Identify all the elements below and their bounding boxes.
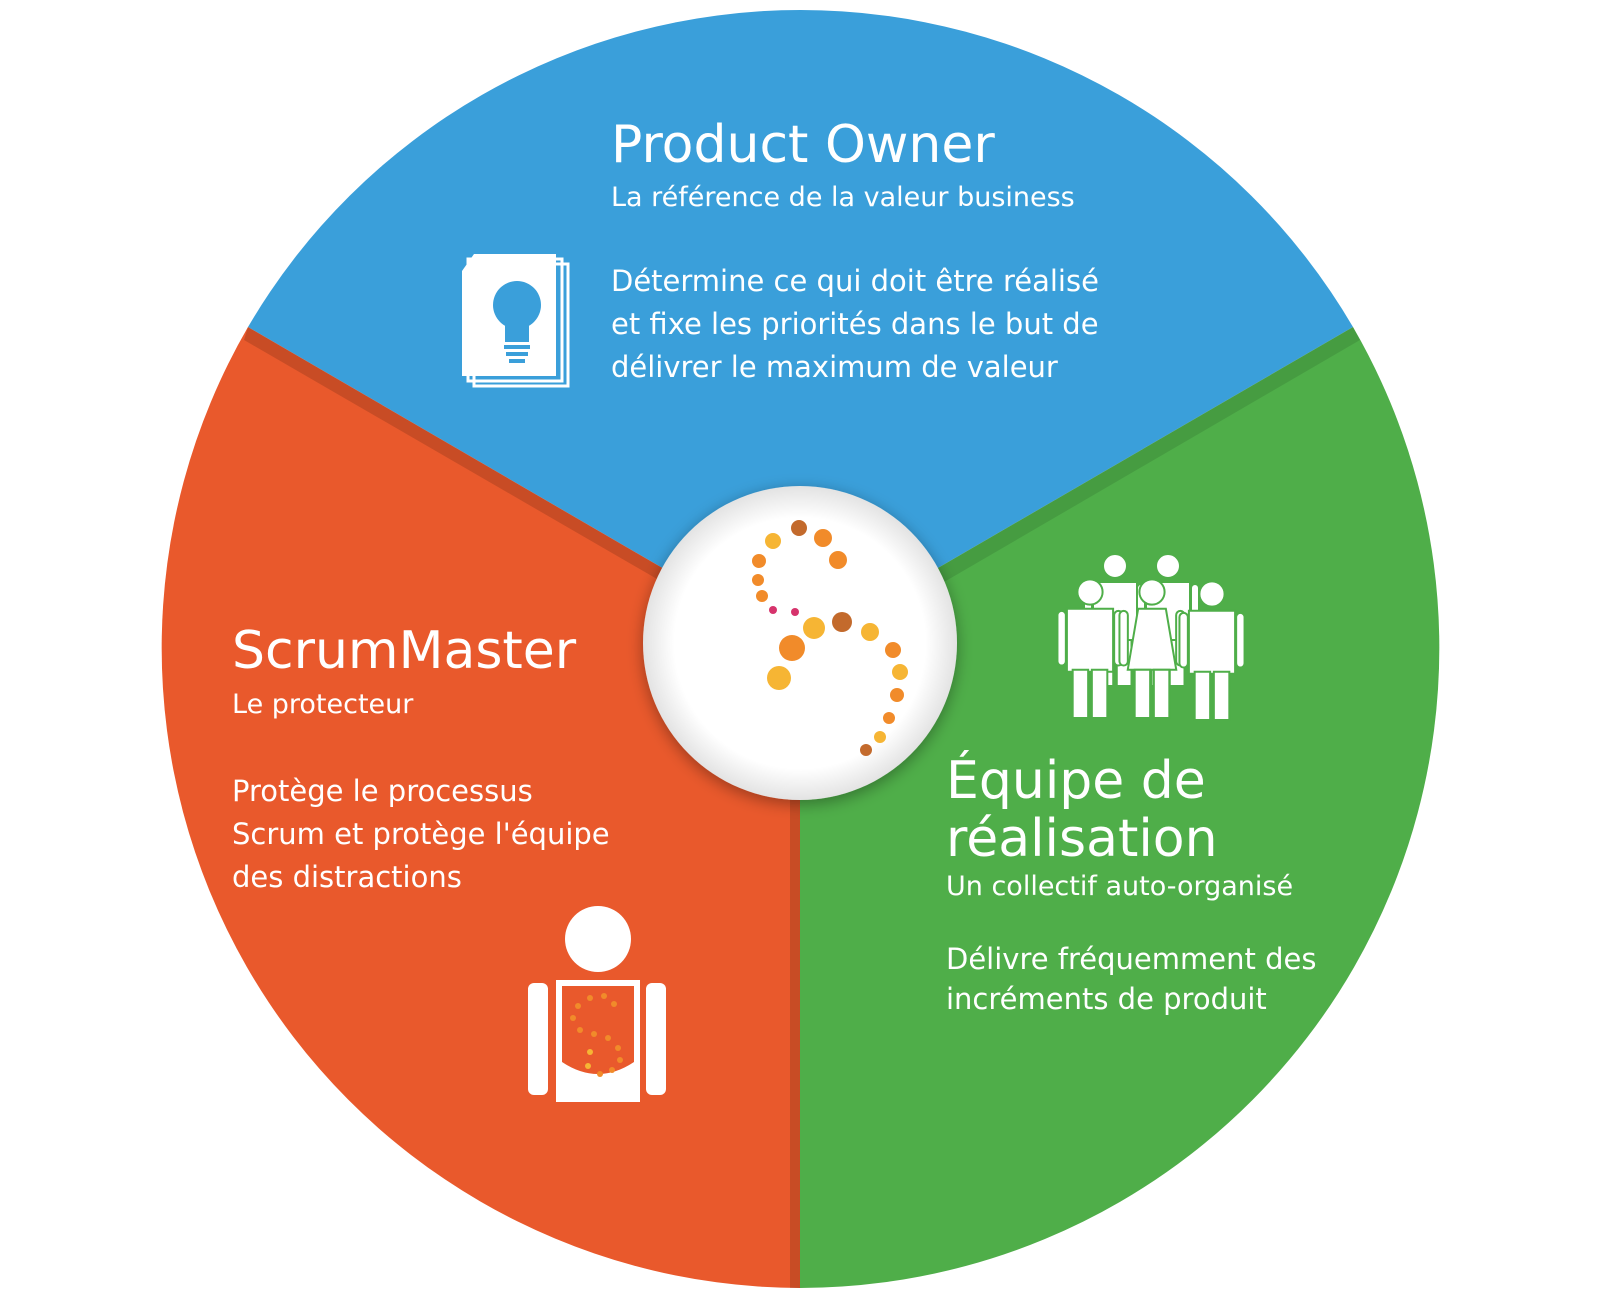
shield-dot bbox=[570, 1015, 576, 1021]
divider-shadow-sm bbox=[244, 327, 800, 1288]
logo-dot bbox=[829, 551, 847, 569]
logo-dot bbox=[791, 608, 799, 616]
shield-dot bbox=[597, 1071, 603, 1077]
product-owner-description: Détermine ce qui doit être réalisé et fi… bbox=[611, 264, 1099, 384]
bulb-ring bbox=[506, 352, 528, 356]
shield-dot bbox=[587, 995, 593, 1001]
logo-dot bbox=[767, 666, 791, 690]
logo-dot bbox=[756, 590, 768, 602]
shield-dot bbox=[585, 1063, 591, 1069]
logo-dot bbox=[803, 617, 825, 639]
product-owner-title: Product Owner bbox=[611, 115, 995, 175]
logo-dot bbox=[883, 712, 895, 724]
shield-dot bbox=[591, 1031, 597, 1037]
shield-dot bbox=[575, 1003, 581, 1009]
dotted-s-logo-icon bbox=[752, 520, 908, 756]
logo-dot bbox=[860, 744, 872, 756]
bulb-neck bbox=[505, 324, 529, 342]
shield-dot bbox=[611, 1001, 617, 1007]
logo-dot bbox=[885, 642, 901, 658]
scrum-master-description: Protège le processus Scrum et protège l'… bbox=[232, 774, 610, 894]
team-subtitle: Un collectif auto-organisé bbox=[946, 871, 1294, 902]
team-description: Délivre fréquemment des incréments de pr… bbox=[946, 942, 1317, 1016]
bulb-head bbox=[493, 281, 541, 329]
logo-dot bbox=[814, 529, 832, 547]
product-owner-sector bbox=[248, 10, 1353, 648]
shield-dot bbox=[601, 993, 607, 999]
logo-dot bbox=[890, 688, 904, 702]
shield-logo-dots bbox=[570, 993, 623, 1077]
scrum-master-subtitle: Le protecteur bbox=[232, 689, 414, 720]
bulb-ring bbox=[509, 359, 525, 363]
logo-dot bbox=[892, 664, 908, 680]
shield-icon bbox=[562, 986, 634, 1074]
logo-dot bbox=[874, 731, 886, 743]
bulb-ring bbox=[504, 345, 530, 349]
shield-dot bbox=[617, 1057, 623, 1063]
logo-dot bbox=[752, 574, 764, 586]
person-figure bbox=[1056, 578, 1124, 719]
shield-dot bbox=[605, 1035, 611, 1041]
logo-dot bbox=[769, 606, 777, 614]
team-title: Équipe de réalisation bbox=[946, 751, 1218, 869]
shield-dot bbox=[615, 1045, 621, 1051]
scrum-master-sector bbox=[161, 327, 800, 1288]
scrum-master-title: ScrumMaster bbox=[232, 621, 577, 681]
logo-dot bbox=[752, 554, 766, 568]
product-owner-subtitle: La référence de la valeur business bbox=[611, 182, 1075, 213]
protector-person-icon bbox=[528, 906, 666, 1102]
team-sector bbox=[800, 327, 1440, 1288]
person-figure bbox=[1178, 580, 1246, 721]
lightbulb-document-icon bbox=[462, 254, 570, 388]
logo-dot bbox=[765, 533, 781, 549]
shield-dot bbox=[609, 1067, 615, 1073]
logo-dot bbox=[832, 612, 852, 632]
logo-dot bbox=[791, 520, 807, 536]
logo-dot bbox=[861, 623, 879, 641]
shield-dot bbox=[587, 1049, 593, 1055]
people-group-icon bbox=[1056, 553, 1246, 721]
shield-dot bbox=[577, 1027, 583, 1033]
logo-dot bbox=[779, 635, 805, 661]
